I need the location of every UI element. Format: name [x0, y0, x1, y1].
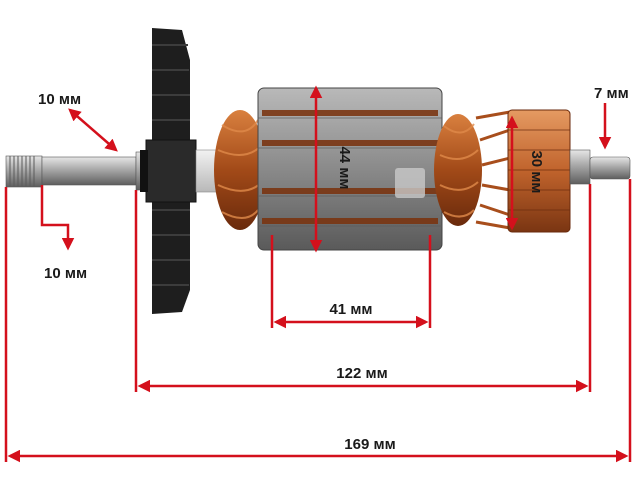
label-shaft-left-step: 10 мм — [44, 265, 87, 282]
winding-right — [434, 114, 482, 226]
dim-shaft-left-step — [40, 185, 75, 251]
winding-left — [214, 110, 266, 230]
dimension-lines — [4, 85, 632, 463]
shaft-right — [569, 149, 631, 185]
label-bearing-span: 122 мм — [336, 365, 387, 382]
label-total-length: 169 мм — [344, 436, 395, 453]
label-shaft-right-diameter: 7 мм — [594, 85, 629, 102]
label-shaft-left-diameter: 10 мм — [38, 91, 81, 108]
label-core-length: 41 мм — [329, 301, 372, 318]
dim-shaft-left-diameter — [68, 108, 118, 152]
label-core-diameter: 44 мм — [336, 146, 353, 189]
cooling-fan — [140, 28, 197, 314]
shaft-left — [5, 151, 149, 191]
shaft-thread — [9, 156, 35, 187]
label-commutator-diameter: 30 мм — [528, 150, 545, 193]
commutator-risers — [475, 110, 511, 230]
